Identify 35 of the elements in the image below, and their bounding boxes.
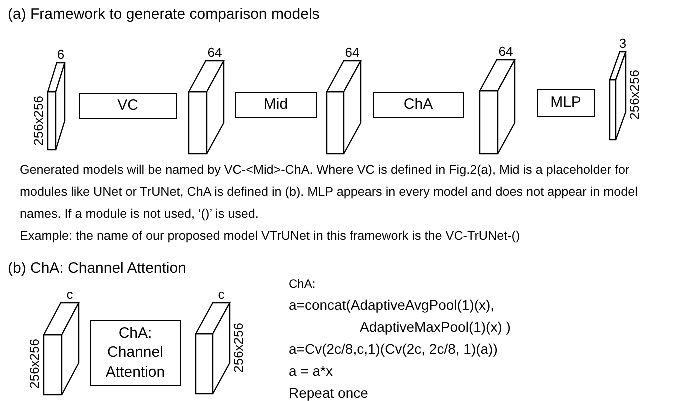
module-name: VC [118, 96, 138, 116]
module-box [373, 92, 464, 118]
size-label: 256x256 [232, 322, 246, 372]
pseudocode-line: a=Cv(2c/8,c,1)(Cv(2c, 2c/8, 1)(a)) [289, 341, 498, 357]
pseudocode-line: ChA: [289, 277, 316, 291]
feature-map-block [327, 45, 361, 154]
module-box [79, 93, 177, 119]
channel-count: c [66, 288, 74, 302]
channel-count: 64 [345, 46, 360, 60]
channel-count: c [218, 288, 225, 302]
module-name: ChA: Channel Attention [104, 324, 166, 382]
channel-count: 64 [208, 46, 222, 60]
feature-map-block [189, 45, 224, 154]
pseudocode-line: a = a*x [289, 363, 333, 379]
module-name: ChA [404, 95, 434, 115]
feature-map-block [32, 47, 65, 150]
channel-count: 6 [57, 48, 65, 62]
size-label: 256x256 [32, 96, 46, 146]
pseudocode-line: a=concat(AdaptiveAvgPool(1)(x), [289, 297, 495, 313]
section-heading: (a) Framework to generate comparison models [8, 6, 320, 23]
module-name: Mid [264, 95, 288, 115]
module-box [537, 89, 595, 117]
pseudocode-line: Repeat once [289, 385, 368, 401]
channel-count: 64 [498, 45, 514, 59]
channel-count: 3 [619, 37, 627, 51]
section-heading: (b) ChA: Channel Attention [8, 260, 186, 277]
module-box [235, 92, 317, 118]
module-box [90, 320, 181, 386]
pseudocode-line: AdaptiveMaxPool(1)(x) ) [360, 319, 511, 335]
feature-map-block [480, 44, 515, 154]
module-name: MLP [550, 93, 582, 113]
description-text: Generated models will be named by VC-<Mid>-ChA. Where VC is defined in Fig.2(a), Mid is a placeholder for modules like UNet or TrUNet, ChA is defined in (b). MLP appears in every model and does not appear in model names. If a module is not used, ‘()’ is used. [20, 162, 639, 223]
size-label: 256x256 [628, 70, 642, 120]
example-text: Example: the name of our proposed model VTrUNet in this framework is the VC-TrUNet-() [20, 228, 522, 245]
size-label: 256x256 [28, 339, 42, 389]
